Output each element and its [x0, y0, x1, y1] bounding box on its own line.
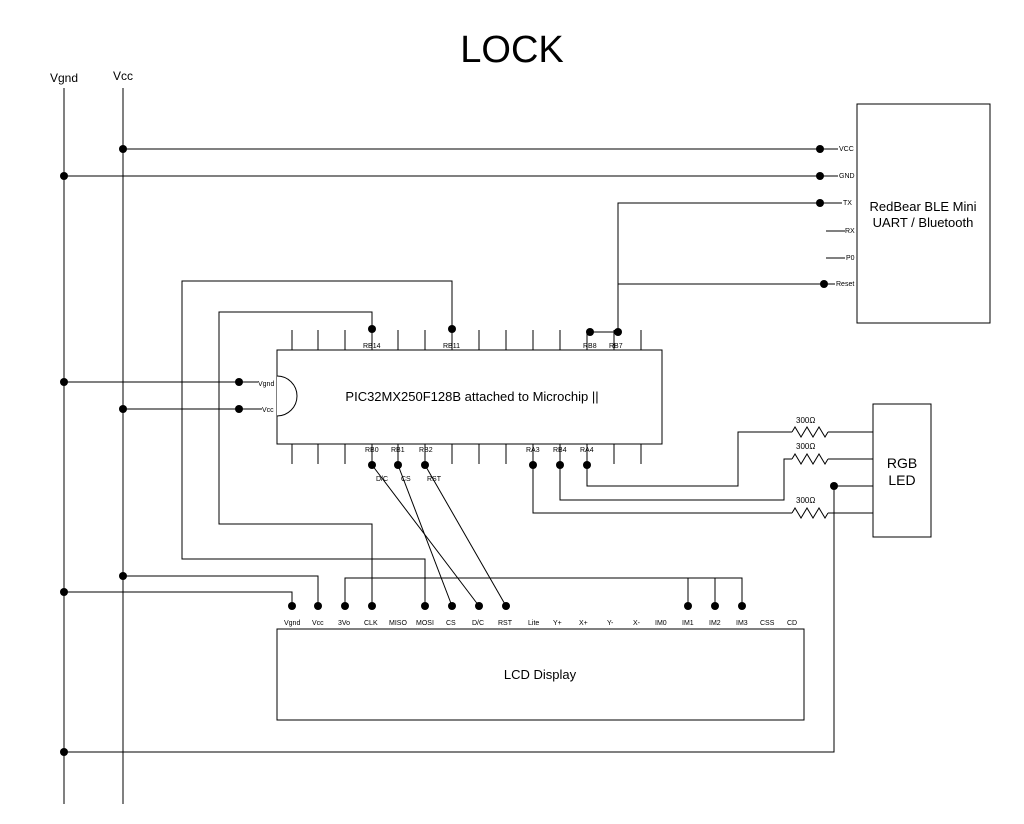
mcu-pin-rb7: RB7 [609, 343, 623, 350]
lcd-pin-css: CSS [760, 620, 775, 627]
lcd-pin-mosi: MOSI [416, 620, 434, 627]
lcd-pin-dots [288, 602, 746, 610]
lcd-pin-vcc: Vcc [312, 620, 324, 627]
lcd-display: LCD Display Vgnd Vcc 3Vo CLK MISO MOSI C… [276, 620, 805, 721]
lcd-power-wires [60, 572, 743, 606]
resistor-1: 300Ω [791, 416, 829, 438]
resistor-2: 300Ω [791, 442, 829, 465]
resistor-3-value: 300Ω [796, 496, 815, 505]
diagram-title: LOCK [460, 29, 563, 71]
led-name-line2: LED [888, 472, 915, 488]
rgb-led: RGB LED [872, 403, 932, 538]
ble-pin-gnd: GND [839, 173, 855, 180]
ble-pin-p0: P0 [846, 255, 855, 262]
led-name-line1: RGB [887, 455, 917, 471]
wire-label-rst: RST [427, 476, 442, 483]
lcd-pin-miso: MISO [389, 620, 407, 627]
mcu-pin-ra3: RA3 [526, 447, 540, 454]
mcu-pin-rb11: RB11 [443, 343, 460, 350]
lcd-pin-rst: RST [498, 620, 513, 627]
lcd-pin-lite: Lite [528, 620, 539, 627]
ble-to-mcu-wires [586, 199, 842, 336]
lcd-pin-vgnd: Vgnd [284, 620, 300, 627]
lcd-pin-dc: D/C [472, 620, 484, 627]
lcd-pin-cd: CD [787, 620, 797, 627]
ble-pin-vcc: VCC [839, 146, 854, 153]
mcu-power-wires [60, 378, 262, 413]
lcd-pin-y-minus: Y- [607, 620, 614, 627]
mcu-pin-rb0: RB0 [365, 447, 379, 454]
mcu-pin-rb2: RB2 [419, 447, 433, 454]
ble-name-line1: RedBear BLE Mini [870, 199, 977, 214]
lcd-pin-im3: IM3 [736, 620, 748, 627]
wire-label-cs: CS [401, 476, 411, 483]
mcu-pin-rb14: RB14 [363, 343, 381, 350]
led-resistor-wires [60, 431, 873, 756]
mcu-pin-rb1: RB1 [391, 447, 405, 454]
ble-pin-reset: Reset [836, 281, 854, 288]
resistor-1-value: 300Ω [796, 416, 815, 425]
lcd-pin-x-plus: X+ [579, 620, 588, 627]
rail-to-ble-wires [60, 145, 838, 180]
mcu-spi-wires [181, 280, 456, 606]
lcd-pin-cs: CS [446, 620, 456, 627]
lcd-pin-clk: CLK [364, 620, 378, 627]
lcd-pin-y-plus: Y+ [553, 620, 562, 627]
gnd-rail-label: Vgnd [50, 71, 78, 85]
ble-module: RedBear BLE Mini UART / Bluetooth VCC GN… [826, 103, 991, 324]
mcu-pin-rb4: RB4 [553, 447, 567, 454]
ble-name-line2: UART / Bluetooth [873, 215, 974, 230]
lcd-name: LCD Display [504, 667, 577, 682]
ble-pin-tx: TX [843, 200, 852, 207]
mcu-pin-ra4: RA4 [580, 447, 594, 454]
mcu-pin-vgnd: Vgnd [258, 381, 274, 388]
lcd-pin-labels: Vgnd Vcc 3Vo CLK MISO MOSI CS D/C RST Li… [284, 620, 797, 627]
mcu-chip: PIC32MX250F128B attached to Microchip || [258, 330, 663, 464]
ble-pin-rx: RX [845, 228, 855, 235]
wire-label-dc: D/C [376, 476, 388, 483]
mcu-top-pins [291, 330, 642, 350]
lcd-pin-im1: IM1 [682, 620, 694, 627]
lcd-pin-im2: IM2 [709, 620, 721, 627]
mcu-bottom-pins [291, 444, 642, 464]
lcd-pin-im0: IM0 [655, 620, 667, 627]
mcu-control-wires: D/C CS RST [368, 461, 507, 607]
vcc-rail-label: Vcc [113, 69, 133, 83]
resistor-2-value: 300Ω [796, 442, 815, 451]
mcu-name: PIC32MX250F128B attached to Microchip || [345, 389, 598, 404]
mcu-pin-rb8: RB8 [583, 343, 597, 350]
lcd-pin-3vo: 3Vo [338, 620, 350, 627]
lcd-pin-x-minus: X- [633, 620, 641, 627]
resistor-3: 300Ω [791, 496, 829, 519]
mcu-pin-vcc: Vcc [262, 407, 274, 414]
